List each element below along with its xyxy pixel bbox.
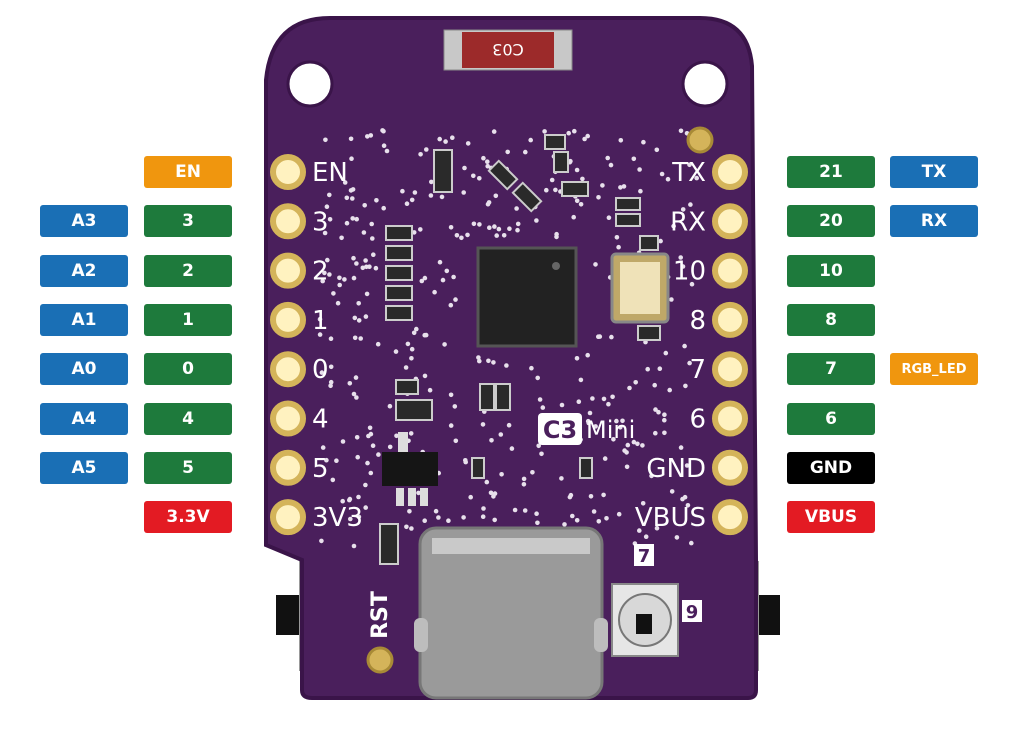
right-pin-tag-analog: RX [890,205,978,238]
left-pin-pad [270,154,306,190]
left-pin-tag-gpio: 0 [144,353,232,386]
right-pin-tag-gpio: 20 [787,205,875,238]
left-pin-pad [270,449,306,486]
right-pin-pad [712,351,748,388]
left-pin-tag-analog: A5 [40,451,128,484]
mounting-hole-right [681,60,729,108]
right-pin-tag-gpio: 21 [787,156,875,188]
right-pin-pad [712,301,748,338]
left-pin-silk-label: 3 [312,207,329,237]
marking-9: 9 [686,602,699,623]
left-pin-silk-label: 1 [312,306,329,336]
left-pin-tag-analog: A4 [40,402,128,435]
left-pin-tag-gpio: 3 [144,205,232,238]
right-pin-pad [712,252,748,289]
mounting-hole-left [286,60,334,108]
right-pin-pad [712,400,748,437]
left-pin-silk-label: 3V3 [312,503,363,533]
marking-7-box [634,544,654,566]
fiducial-pad [686,126,714,154]
right-pin-tag-special: RGB_LED [890,353,978,386]
marking-7: 7 [638,546,651,567]
right-pin-silk-label: VBUS [635,503,706,533]
left-pin-silk-label: 5 [312,454,329,484]
left-pin-tag-gpio: 2 [144,254,232,287]
left-pin-tag-analog: A3 [40,205,128,238]
right-pin-silk-label: 6 [689,405,706,435]
usb-c-connector [418,526,604,700]
antenna-chip-marking: C03 [492,40,524,59]
left-pin-pad [270,351,306,388]
left-pin-tag-gpio: 5 [144,451,232,484]
left-pin-pad [270,252,306,289]
left-pin-tag-analog: A0 [40,353,128,386]
left-pin-silk-label: EN [312,158,348,188]
left-pin-tag-special: EN [144,156,232,188]
left-pin-pad [270,400,306,437]
right-pin-pad [712,154,748,190]
left-pin-tag-gpio: 1 [144,303,232,336]
left-pin-pad [270,301,306,338]
left-header-pins: EN 3 2 1 0 4 5 3V3 [270,154,363,536]
right-pin-silk-label: RX [670,207,706,237]
left-pin-silk-label: 0 [312,355,329,385]
right-pin-tag-gpio: 8 [787,303,875,336]
right-pin-tag-ground: GND [787,451,875,484]
left-pin-silk-label: 2 [312,257,329,287]
left-pin-pad [270,499,306,536]
right-pin-pad [712,203,748,240]
left-pin-tag-analog: A1 [40,303,128,336]
esp32-c3-chip [476,246,578,348]
right-pin-tag-gpio: 7 [787,353,875,386]
left-pin-tag-power: 3.3V [144,501,232,534]
right-pin-silk-label: GND [646,454,706,484]
c3-mini-logo: C3 Mini [538,413,635,445]
right-pin-tag-power: VBUS [787,501,875,534]
left-pin-silk-label: 4 [312,405,329,435]
right-pin-tag-gpio: 10 [787,254,875,287]
right-pin-silk-label: 7 [689,355,706,385]
right-pin-pad [712,449,748,486]
right-pin-pad [712,499,748,536]
voltage-regulator [382,452,438,486]
product-name: Mini [586,416,635,444]
marking-9-box [682,600,702,622]
right-pin-silk-label: TX [671,158,706,188]
left-pin-pad [270,203,306,240]
right-pin-tag-gpio: 6 [787,402,875,435]
right-pin-tag-analog: TX [890,156,978,188]
fiducial-pad [366,646,394,674]
smd-components [379,134,661,565]
right-pin-silk-label: 8 [689,306,706,336]
left-pin-tag-gpio: 4 [144,402,232,435]
right-pin-silk-label: 10 [673,257,706,287]
product-logo: C3 [543,416,577,444]
left-pin-tag-analog: A2 [40,254,128,287]
reset-silk-label: RST [368,591,393,639]
